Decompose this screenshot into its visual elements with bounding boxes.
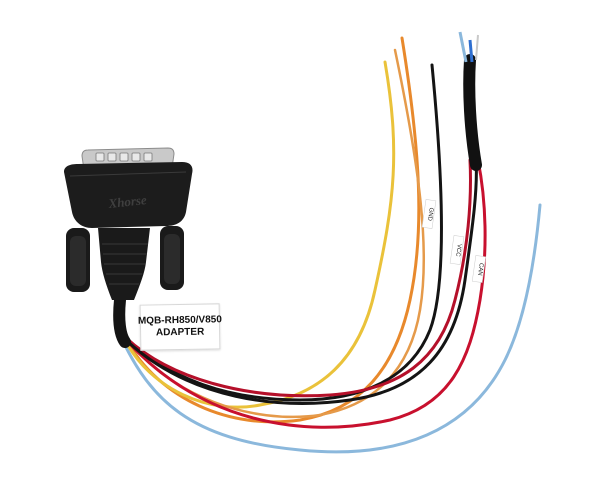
wire-tag-can: CAN: [476, 262, 484, 275]
wire-light-blue: [118, 203, 542, 454]
connector-pins: [95, 152, 153, 162]
brand-logo: Xhorse: [107, 192, 148, 211]
db15-connector: Xhorse: [64, 147, 193, 300]
wire-tag-gnd: GND: [426, 207, 434, 222]
wire-red: [126, 158, 487, 429]
cable-main: [113, 294, 131, 348]
adapter-label-line2: ADAPTER: [155, 326, 205, 339]
wire-tags: GND VCC CAN: [421, 199, 487, 283]
adapter-label-line1: MQB-RH850/V850: [137, 314, 222, 327]
wire-black-thin: [124, 63, 444, 402]
adapter-label: MQB-RH850/V850 ADAPTER: [137, 303, 222, 351]
wire-tag-vcc: VCC: [454, 243, 462, 257]
wire-yellow: [122, 60, 396, 409]
connector-body: [64, 162, 193, 228]
wire-bundle: [113, 36, 542, 454]
wire-red-2: [122, 158, 472, 398]
wire-black-bundle: [124, 158, 478, 405]
heat-shrink-bundle: [458, 31, 482, 171]
